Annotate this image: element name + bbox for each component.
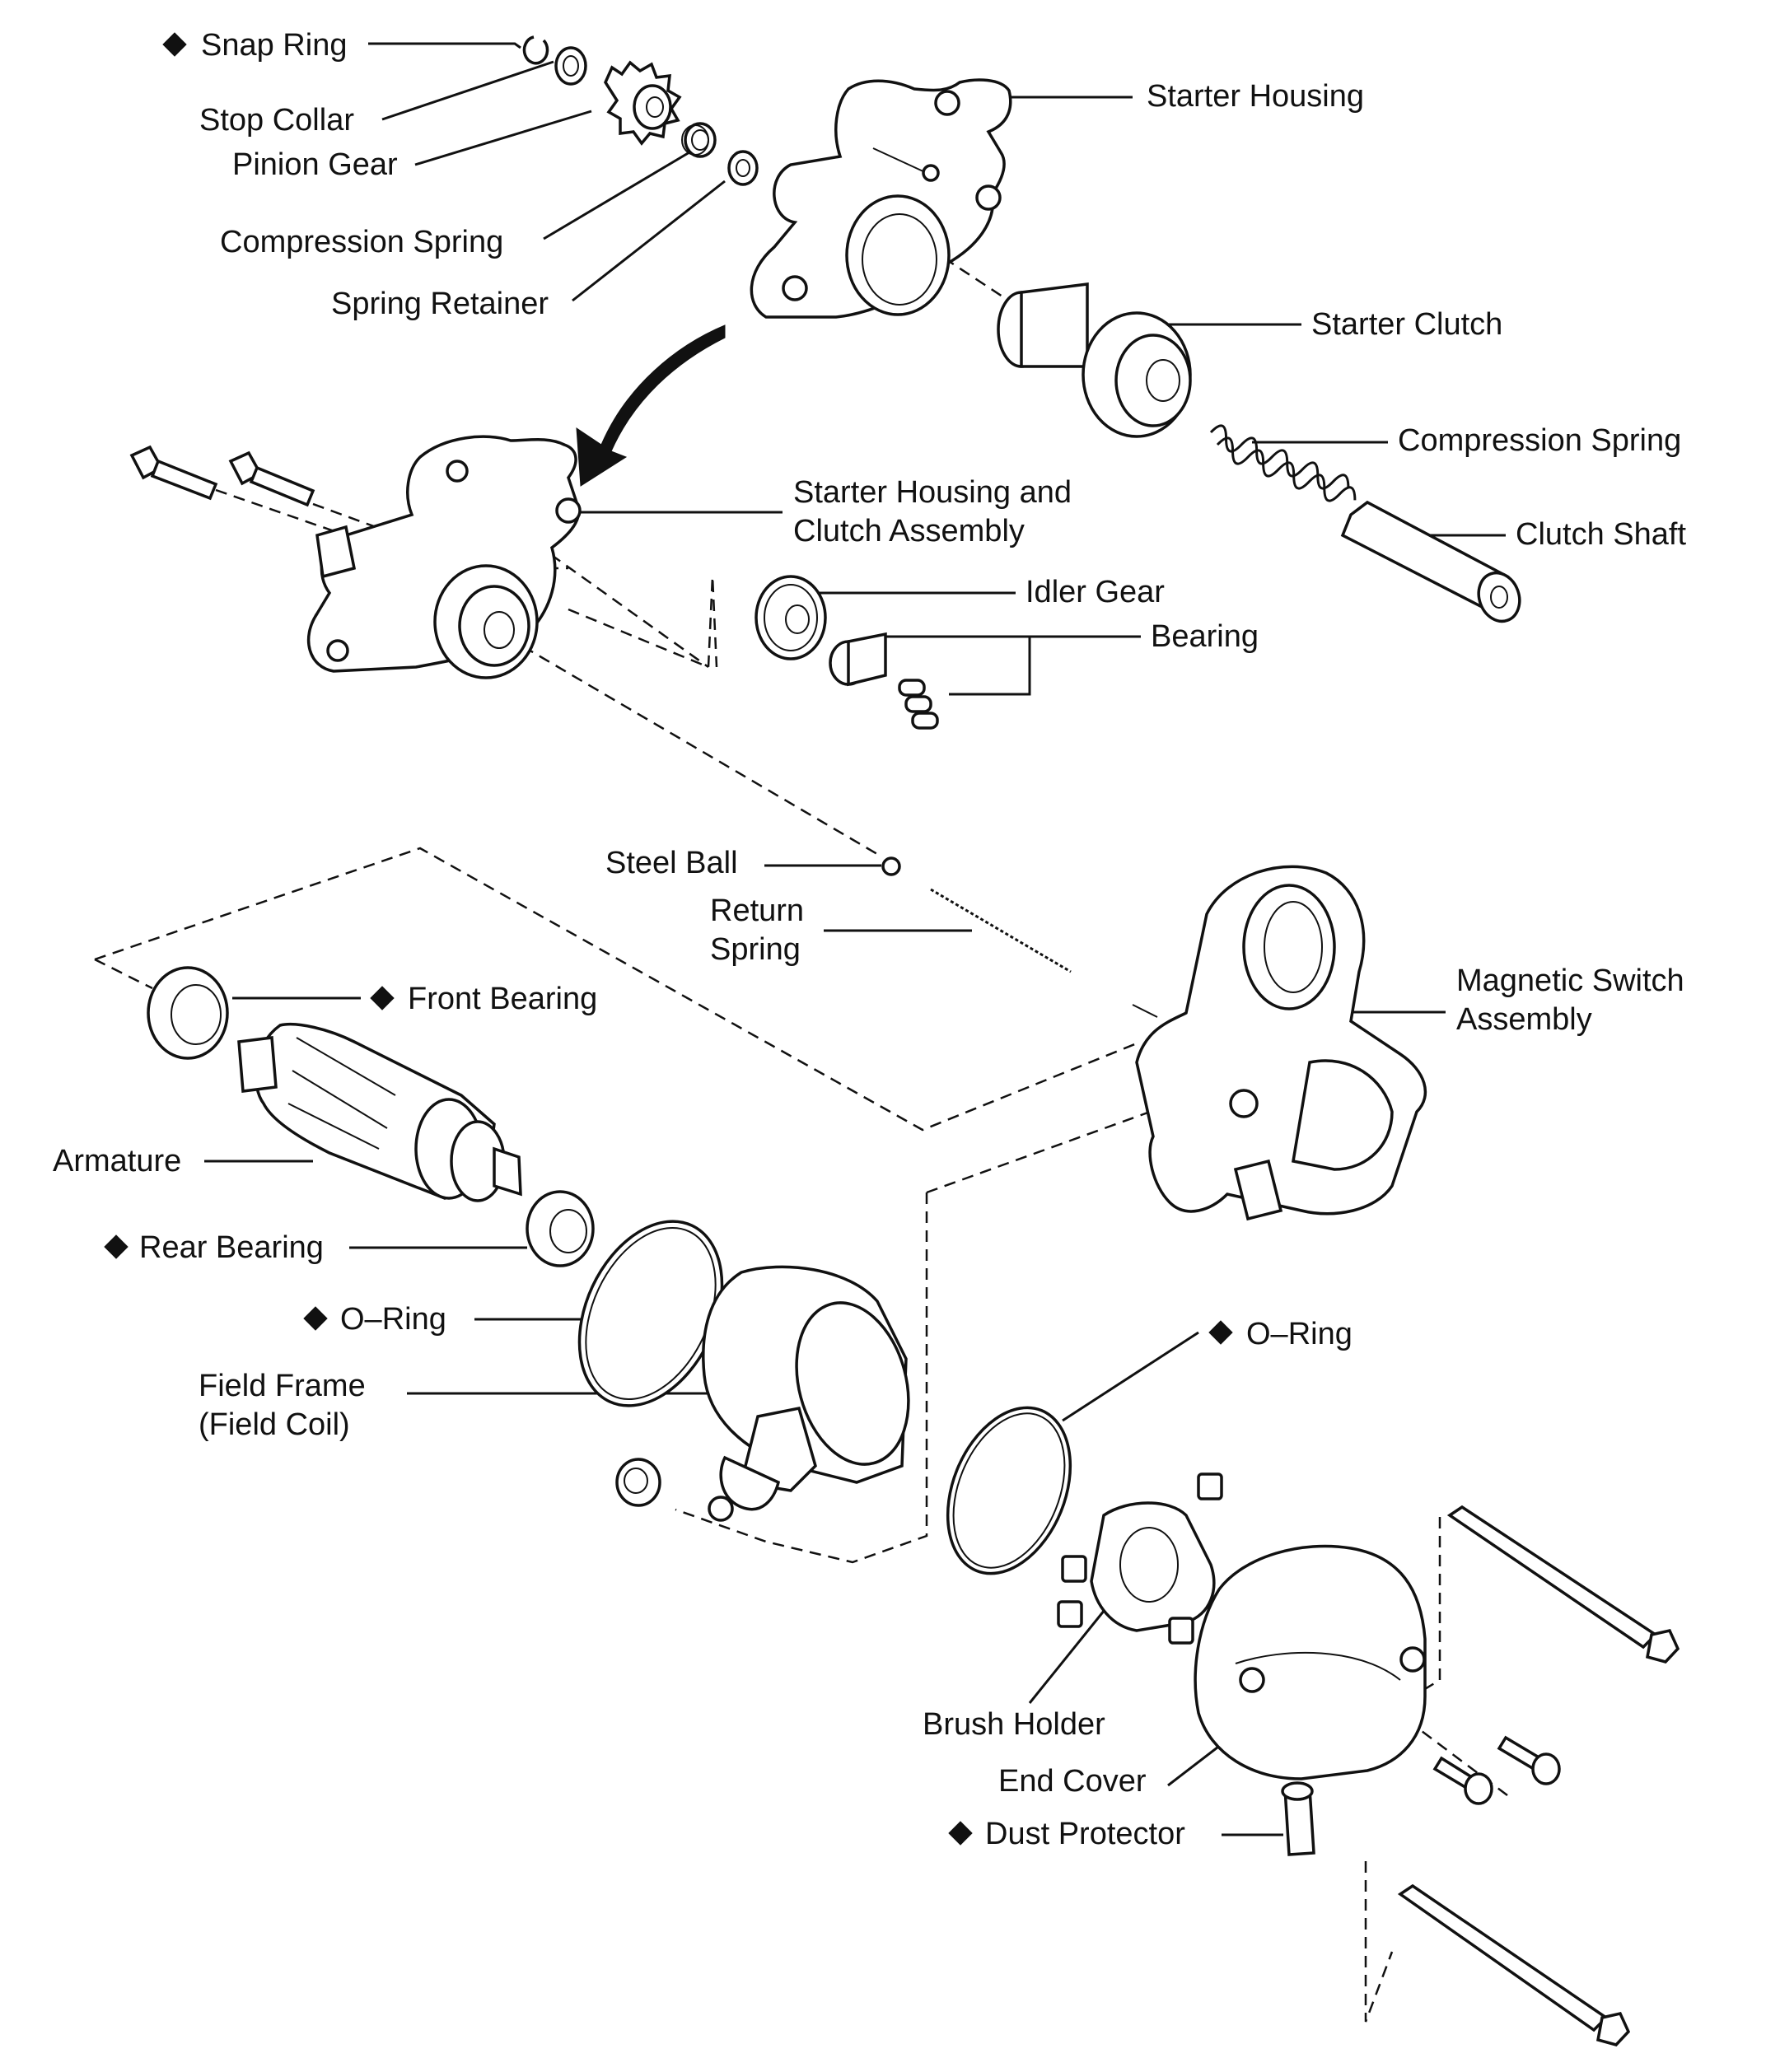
spring-retainer: [727, 150, 759, 186]
terminal-nut: [615, 1458, 661, 1507]
label-spring-retainer: Spring Retainer: [331, 287, 549, 321]
label-field-frame-line1: Field Frame: [199, 1369, 366, 1403]
label-starter-housing: Starter Housing: [1147, 79, 1364, 114]
label-o-ring-left: O–Ring: [340, 1302, 446, 1337]
bearing-rollers: [898, 679, 939, 730]
compression-spring-right: [1209, 424, 1357, 502]
o-ring-right: [946, 1406, 1072, 1575]
label-end-cover: End Cover: [998, 1764, 1147, 1799]
label-armature: Armature: [53, 1144, 181, 1178]
bolt-upper-left-2: [228, 450, 315, 507]
clutch-shaft: [1340, 500, 1521, 623]
steel-ball: [881, 856, 901, 876]
label-rear-bearing: Rear Bearing: [139, 1230, 324, 1265]
starter-housing-clutch-assembly: [306, 435, 582, 679]
label-front-bearing: Front Bearing: [408, 982, 597, 1016]
screw-end-cover-2: [1497, 1735, 1561, 1785]
label-return-spring-line1: Return: [710, 894, 804, 928]
label-pinion-gear: Pinion Gear: [232, 147, 398, 182]
label-dust-protector: Dust Protector: [985, 1817, 1185, 1851]
label-starter-housing-clutch-line1: Starter Housing and: [793, 475, 1072, 510]
diamond-icon: [948, 1821, 973, 1846]
magnetic-switch-assembly: [1132, 865, 1427, 1221]
brush-holder: [1057, 1472, 1223, 1645]
label-brush-holder: Brush Holder: [923, 1707, 1105, 1742]
idler-gear: [755, 575, 827, 660]
label-field-frame-line2: (Field Coil): [199, 1407, 350, 1442]
end-cover: [1194, 1544, 1427, 1780]
through-bolt-lower: [1397, 1883, 1631, 2046]
dust-protector: [1281, 1781, 1315, 1856]
armature: [237, 1022, 522, 1202]
label-steel-ball: Steel Ball: [605, 846, 738, 880]
label-magnetic-switch-line2: Assembly: [1456, 1002, 1592, 1037]
label-clutch-shaft: Clutch Shaft: [1516, 517, 1686, 552]
label-bearing: Bearing: [1151, 619, 1259, 654]
diamond-icon: [1208, 1320, 1233, 1345]
o-ring-left: [577, 1220, 724, 1407]
label-starter-clutch: Starter Clutch: [1311, 307, 1502, 342]
label-idler-gear: Idler Gear: [1025, 575, 1165, 609]
label-snap-ring: Snap Ring: [201, 28, 347, 63]
label-starter-housing-clutch-line2: Clutch Assembly: [793, 514, 1025, 548]
label-compression-spring-top: Compression Spring: [220, 225, 503, 259]
diamond-icon: [370, 986, 395, 1010]
diamond-icon: [162, 32, 187, 57]
screw-end-cover-1: [1432, 1756, 1493, 1805]
stop-collar: [554, 46, 587, 86]
starter-clutch: [997, 282, 1192, 438]
label-o-ring-right: O–Ring: [1246, 1317, 1353, 1351]
starter-housing: [750, 78, 1012, 319]
label-compression-spring-right: Compression Spring: [1398, 423, 1681, 458]
bolt-upper-left-1: [129, 445, 218, 501]
diamond-icon: [104, 1234, 128, 1259]
front-bearing: [147, 966, 229, 1060]
leader-lines: [204, 42, 1506, 1836]
return-spring: [930, 888, 1072, 973]
snap-ring: [522, 35, 549, 65]
labels: Snap Ring Stop Collar Pinion Gear Compre…: [53, 28, 1686, 1851]
label-stop-collar: Stop Collar: [199, 103, 354, 138]
label-return-spring-line2: Spring: [710, 932, 801, 967]
field-frame: [702, 1265, 910, 1522]
label-magnetic-switch-line1: Magnetic Switch: [1456, 964, 1684, 998]
diamond-icon: [303, 1306, 328, 1331]
pinion-gear: [604, 60, 682, 146]
compression-spring-small: [681, 122, 717, 158]
bearing-cage: [829, 632, 887, 687]
curved-arrow-icon: [576, 324, 726, 487]
through-bolt-upper: [1446, 1505, 1680, 1664]
rear-bearing: [526, 1190, 595, 1267]
